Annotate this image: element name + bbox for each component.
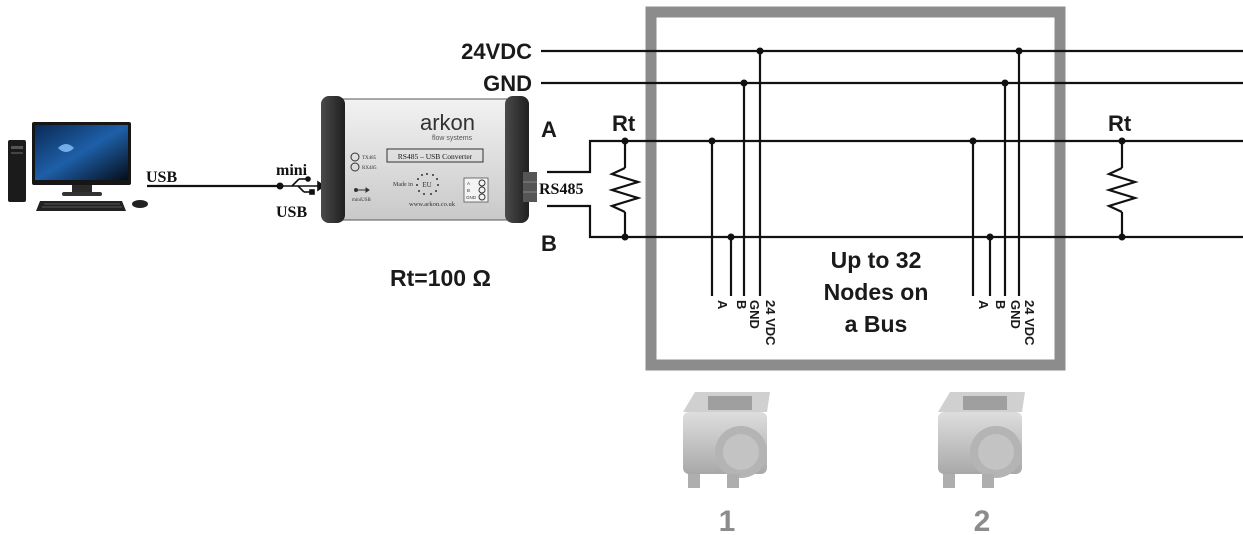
led-rx-icon bbox=[350, 162, 360, 172]
line-a bbox=[547, 139, 1243, 174]
converter-brand: arkon bbox=[420, 110, 475, 135]
node-2-tap-b: B bbox=[993, 300, 1008, 309]
converter-left-cap bbox=[321, 96, 345, 223]
usb-port-icon bbox=[354, 187, 370, 193]
line-b-label: B bbox=[541, 231, 557, 256]
termination-value: Rt=100 Ω bbox=[390, 265, 491, 291]
node-1-tap-24vdc: 24 VDC bbox=[763, 300, 778, 346]
line-b bbox=[547, 204, 1243, 239]
converter-right-cap bbox=[505, 96, 529, 223]
ground-label: GND bbox=[483, 71, 532, 96]
bus-wires bbox=[541, 49, 1243, 239]
nodes-summary-line-3: a Bus bbox=[845, 311, 908, 337]
nodes-summary-line-2: Nodes on bbox=[824, 279, 929, 305]
node-2-taps bbox=[969, 47, 1023, 296]
node-1-tap-a: A bbox=[715, 300, 730, 310]
usb-link-label: USB bbox=[146, 169, 177, 186]
led-rx-label: RX485 bbox=[362, 166, 377, 171]
node-1-number: 1 bbox=[719, 505, 736, 535]
node-1-taps bbox=[708, 47, 764, 296]
node-2-tap-gnd: GND bbox=[1008, 300, 1023, 329]
flow-meter-1-icon bbox=[683, 392, 770, 488]
node-2-tap-labels: A B GND 24 VDC bbox=[976, 300, 1037, 346]
converter-title-box bbox=[386, 148, 484, 163]
led-tx-label: TX485 bbox=[362, 156, 377, 161]
nodes-summary: Up to 32 Nodes on a Bus bbox=[824, 247, 929, 337]
line-a-label: A bbox=[541, 117, 557, 142]
desktop-computer-icon bbox=[8, 122, 148, 211]
flow-meter-2-icon bbox=[938, 392, 1025, 488]
rs485-label: RS485 bbox=[539, 181, 583, 198]
made-in-prefix: Made in bbox=[393, 182, 413, 188]
bus-enclosure-frame bbox=[645, 6, 1066, 371]
termination-right-label: Rt bbox=[1108, 111, 1132, 136]
mini-usb-label-bottom: USB bbox=[276, 204, 307, 221]
nodes-summary-line-1: Up to 32 bbox=[831, 247, 922, 273]
usb-port-label: miniUSB bbox=[352, 198, 372, 203]
node-2-tap-a: A bbox=[976, 300, 991, 310]
terminal-label-b: B bbox=[467, 188, 470, 193]
converter-brand-sub: flow systems bbox=[432, 135, 473, 142]
node-1-tap-b: B bbox=[734, 300, 749, 309]
converter-title: RS485 – USB Converter bbox=[398, 152, 473, 161]
converter-terminal-block bbox=[523, 172, 537, 202]
node-1-tap-labels: A B GND 24 VDC bbox=[715, 300, 778, 346]
converter-website: www.arkon.co.uk bbox=[409, 201, 456, 208]
termination-left-label: Rt bbox=[612, 111, 636, 136]
termination-resistor-right bbox=[1105, 137, 1139, 241]
eu-stars-icon bbox=[416, 173, 439, 195]
made-in-region: EU bbox=[422, 181, 431, 189]
termination-resistor-left bbox=[608, 137, 642, 241]
node-2-number: 2 bbox=[974, 505, 991, 535]
terminal-label-a: A bbox=[467, 181, 470, 186]
rs485-usb-converter: arkon flow systems RS485 – USB Converter… bbox=[321, 96, 537, 223]
mini-usb-label-top: mini bbox=[276, 162, 308, 179]
usb-symbol-icon bbox=[282, 176, 326, 195]
power-label: 24VDC bbox=[461, 39, 532, 64]
node-2-tap-24vdc: 24 VDC bbox=[1022, 300, 1037, 346]
node-1-tap-gnd: GND bbox=[747, 300, 762, 329]
terminal-label-gnd: GND bbox=[466, 195, 477, 200]
led-tx-icon bbox=[350, 152, 360, 162]
